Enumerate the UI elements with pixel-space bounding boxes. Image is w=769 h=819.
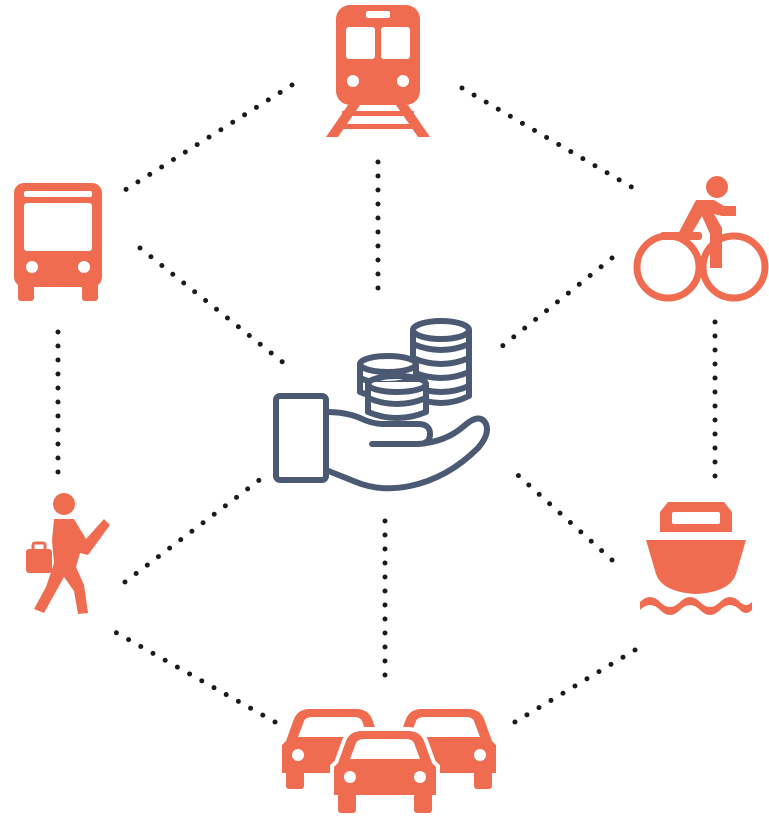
connector-ferry-cars — [502, 647, 638, 731]
bus-icon — [14, 183, 102, 301]
spoke-pedestrian — [122, 475, 265, 585]
train-icon — [326, 5, 430, 137]
sleeve-cuff — [273, 393, 329, 483]
connector-cars-pedestrian — [112, 629, 278, 725]
connector-train-bus — [122, 82, 295, 193]
connector-train-bicycle — [459, 85, 643, 195]
outer-ring-connectors — [55, 82, 718, 731]
car-front-icon — [330, 727, 440, 813]
cars-icon — [282, 709, 496, 813]
hand-holding-coins-icon — [273, 318, 490, 492]
spoke-connectors — [122, 159, 615, 678]
pedestrian-briefcase-icon — [26, 493, 110, 614]
ferry-boat-icon — [640, 502, 752, 615]
hand-palm — [323, 409, 490, 492]
bicycle-icon — [633, 176, 769, 302]
spoke-ferry — [507, 465, 615, 563]
coin-stack-front — [365, 373, 429, 421]
spoke-bus — [137, 245, 293, 371]
spoke-bicycle — [492, 255, 615, 355]
